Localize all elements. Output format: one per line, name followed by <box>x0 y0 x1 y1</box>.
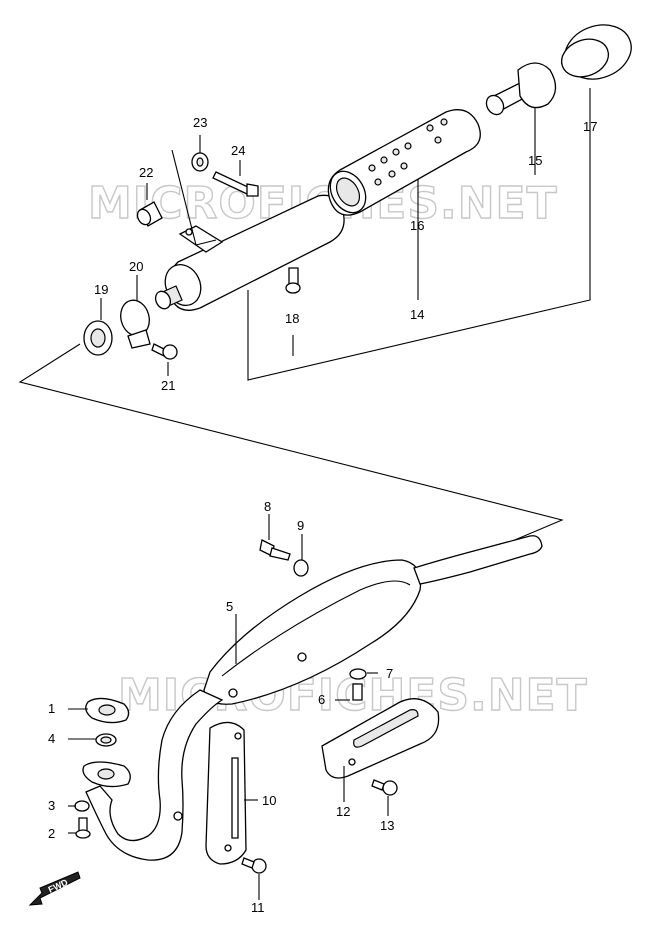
forward-arrow: FWD <box>28 871 81 906</box>
callout-5: 5 <box>226 599 233 614</box>
callout-17: 17 <box>583 119 597 134</box>
callout-11: 11 <box>251 900 265 915</box>
callout-18: 18 <box>285 311 299 326</box>
leaders-lower <box>68 514 389 900</box>
callout-7: 7 <box>386 666 393 681</box>
callout-10: 10 <box>262 793 276 808</box>
callout-20: 20 <box>129 259 143 274</box>
upper-small-parts <box>83 152 301 360</box>
rear-heat-shield <box>321 698 440 779</box>
callout-9: 9 <box>297 518 304 533</box>
silencer-body <box>154 194 345 311</box>
callout-3: 3 <box>48 798 55 813</box>
exhaust-pipe <box>85 535 543 861</box>
callout-13: 13 <box>380 818 394 833</box>
spark-arrester-tube <box>327 109 481 216</box>
callout-23: 23 <box>193 115 207 130</box>
callout-4: 4 <box>48 731 55 746</box>
callout-1: 1 <box>48 701 55 716</box>
callout-16: 16 <box>410 218 424 233</box>
callout-21: 21 <box>161 378 175 393</box>
callout-22: 22 <box>139 165 153 180</box>
callout-2: 2 <box>48 826 55 841</box>
callout-labels: 1 2 3 4 5 6 7 8 9 10 11 12 13 14 15 16 1… <box>48 115 597 915</box>
front-heat-shield <box>205 721 247 865</box>
callout-24: 24 <box>231 143 245 158</box>
end-cap <box>560 24 632 80</box>
tail-pipe <box>485 62 557 116</box>
callout-15: 15 <box>528 153 542 168</box>
callout-12: 12 <box>336 804 350 819</box>
callout-19: 19 <box>94 282 108 297</box>
leader-group-14 <box>247 88 591 381</box>
callout-14: 14 <box>410 307 424 322</box>
callout-8: 8 <box>264 499 271 514</box>
callout-6: 6 <box>318 692 325 707</box>
lower-small-parts <box>74 539 398 874</box>
